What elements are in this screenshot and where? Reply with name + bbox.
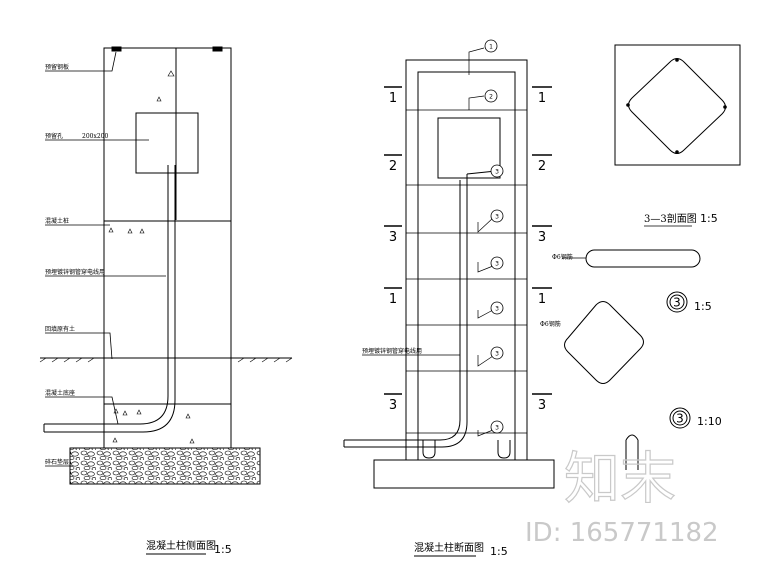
svg-text:3: 3 xyxy=(495,425,499,432)
reserved-hole xyxy=(135,112,199,174)
section-hole xyxy=(437,117,501,179)
detail1-number: 3 xyxy=(673,296,681,310)
detail-3-scale-1-5: 3 1:5 xyxy=(666,291,712,313)
balloon-1: 1 xyxy=(484,39,498,53)
conduit-outer xyxy=(44,165,169,425)
balloon-3b: 3 xyxy=(490,209,504,223)
label-hole-size: 200x200 xyxy=(82,133,108,140)
leader-lines xyxy=(45,51,166,467)
label-concrete-base: 混凝土底座 xyxy=(45,389,75,397)
section-balloons: 1 2 3 3 3 3 3 3 xyxy=(484,39,504,434)
embedded-plate-left xyxy=(111,46,122,52)
detail1-scale: 1:5 xyxy=(694,300,712,313)
label-embedded-plate: 预留钢板 xyxy=(45,63,69,71)
section-conduit-outer xyxy=(344,180,461,441)
svg-text:3: 3 xyxy=(495,351,499,358)
section-3-3-diamond xyxy=(628,58,726,154)
balloon-3e: 3 xyxy=(490,346,504,360)
balloon-3a: 3 xyxy=(490,164,504,178)
aggregate-marks xyxy=(108,70,195,444)
detail2-scale: 1:10 xyxy=(697,415,722,428)
conduit-inner xyxy=(44,165,176,433)
rebar-bar-detail xyxy=(562,249,701,268)
rebar-bar-label: Φ6钢筋 xyxy=(552,253,573,261)
cut-label-1-right: 1 xyxy=(538,91,546,106)
detail-3-scale-1-10: 3 1:10 xyxy=(669,407,722,429)
rebar-bar-shape xyxy=(585,249,701,268)
cut-label-1b-left: 1 xyxy=(389,292,397,307)
balloon-3c: 3 xyxy=(490,256,504,270)
side-elevation-title: 混凝土柱侧面图 xyxy=(146,539,216,552)
label-backfill: 回填原有土 xyxy=(45,325,75,333)
cut-label-3-left: 3 xyxy=(389,230,397,245)
cut-label-3b-right: 3 xyxy=(538,398,546,413)
balloon-3f: 3 xyxy=(490,420,504,434)
section-conduit-inner xyxy=(344,174,468,448)
cut-label-2-right: 2 xyxy=(538,159,546,174)
section-view-labels: 预埋镀锌钢管穿电线用 混凝土柱断面图 1:5 xyxy=(362,347,508,558)
section-base xyxy=(373,459,555,489)
side-elevation-labels: 预留钢板 预留孔 200x200 混凝土桩 预埋镀锌钢管穿电线用 回填原有土 混… xyxy=(45,63,232,556)
cut-label-3-right: 3 xyxy=(538,230,546,245)
label-concrete-pile: 混凝土桩 xyxy=(45,217,69,225)
section-cut-labels: 1 1 2 2 3 3 1 1 3 3 xyxy=(389,91,546,413)
section-3-3-caption: 3—3剖面图 1:5 xyxy=(644,212,718,227)
label-conduit: 预埋镀锌钢管穿电线用 xyxy=(45,268,105,276)
section-scale: 1:5 xyxy=(490,545,508,558)
balloon-2: 2 xyxy=(484,89,498,103)
cut-label-1-left: 1 xyxy=(389,91,397,106)
cut-label-3b-left: 3 xyxy=(389,398,397,413)
section-3-3-scale: 1:5 xyxy=(700,212,718,225)
detail2-number: 3 xyxy=(676,412,684,426)
svg-text:3: 3 xyxy=(495,261,499,268)
plate-diamond-detail xyxy=(564,301,644,384)
balloon-3d: 3 xyxy=(490,301,504,315)
label-reserved-hole: 预留孔 xyxy=(45,132,63,140)
gravel-bed xyxy=(69,447,261,485)
ground-hatch xyxy=(39,357,293,363)
section-3-3-title: 3—3剖面图 xyxy=(644,212,697,225)
watermark-logo: 知末 xyxy=(564,447,676,512)
embedded-plate-right xyxy=(212,46,223,52)
plate-diamond-shape xyxy=(564,301,644,384)
hook-detail xyxy=(625,434,639,470)
svg-text:3: 3 xyxy=(495,169,499,176)
svg-text:1: 1 xyxy=(489,44,493,51)
watermark-id: ID: 165771182 xyxy=(525,518,719,548)
side-elevation-scale: 1:5 xyxy=(214,543,232,556)
cut-label-1b-right: 1 xyxy=(538,292,546,307)
svg-text:3: 3 xyxy=(495,214,499,221)
plate-label: Φ6钢筋 xyxy=(540,320,561,328)
section-title: 混凝土柱断面图 xyxy=(414,541,484,554)
section-3-3-frame xyxy=(614,44,741,166)
section-cut-marks xyxy=(384,86,552,395)
watermark: 知末 ID: 165771182 xyxy=(525,446,719,548)
svg-text:3: 3 xyxy=(495,306,499,313)
side-elevation-view xyxy=(39,46,293,485)
cut-label-2-left: 2 xyxy=(389,159,397,174)
label-gravel: 碎石垫层 xyxy=(45,458,69,466)
section-3-3-view xyxy=(614,44,741,166)
svg-text:2: 2 xyxy=(489,94,493,101)
section-conduit-label: 预埋镀锌钢管穿电线用 xyxy=(362,347,422,355)
section-view xyxy=(343,47,555,489)
